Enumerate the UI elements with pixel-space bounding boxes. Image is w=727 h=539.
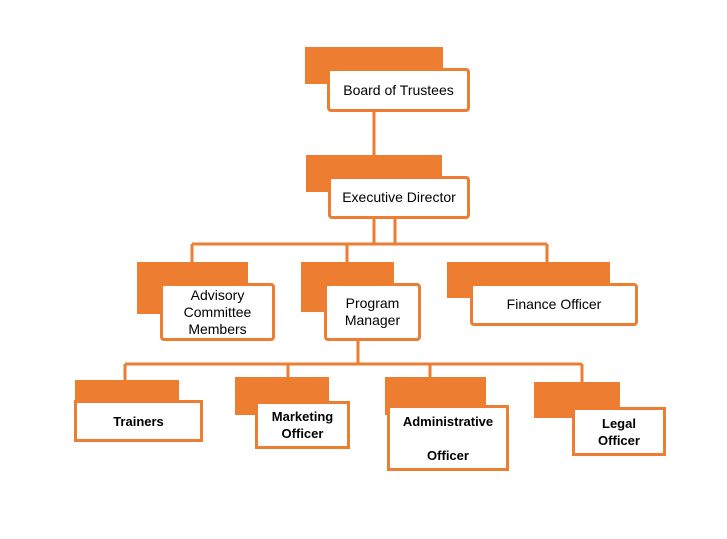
node-legal-label: Legal Officer	[598, 415, 640, 448]
node-executive-director: Executive Director	[328, 176, 470, 219]
node-board-label: Board of Trustees	[343, 81, 454, 98]
node-administrative-label: Administrative Officer	[402, 413, 494, 463]
node-finance-officer: Finance Officer	[470, 283, 638, 326]
node-advisory-label: Advisory Committee Members	[183, 286, 252, 337]
node-legal-officer: Legal Officer	[572, 407, 666, 456]
node-trainers-label: Trainers	[113, 413, 164, 429]
node-marketing-label: Marketing Officer	[271, 409, 334, 441]
node-program-manager: Program Manager	[324, 283, 421, 341]
node-advisory-committee: Advisory Committee Members	[160, 283, 275, 341]
node-program-label: Program Manager	[344, 295, 401, 328]
node-board-of-trustees: Board of Trustees	[327, 68, 470, 112]
node-marketing-officer: Marketing Officer	[255, 401, 350, 449]
node-trainers: Trainers	[74, 400, 203, 442]
node-administrative-officer: Administrative Officer	[387, 405, 509, 471]
node-executive-label: Executive Director	[342, 189, 456, 205]
trainers-accent-tab	[75, 380, 179, 403]
node-finance-label: Finance Officer	[506, 296, 602, 312]
